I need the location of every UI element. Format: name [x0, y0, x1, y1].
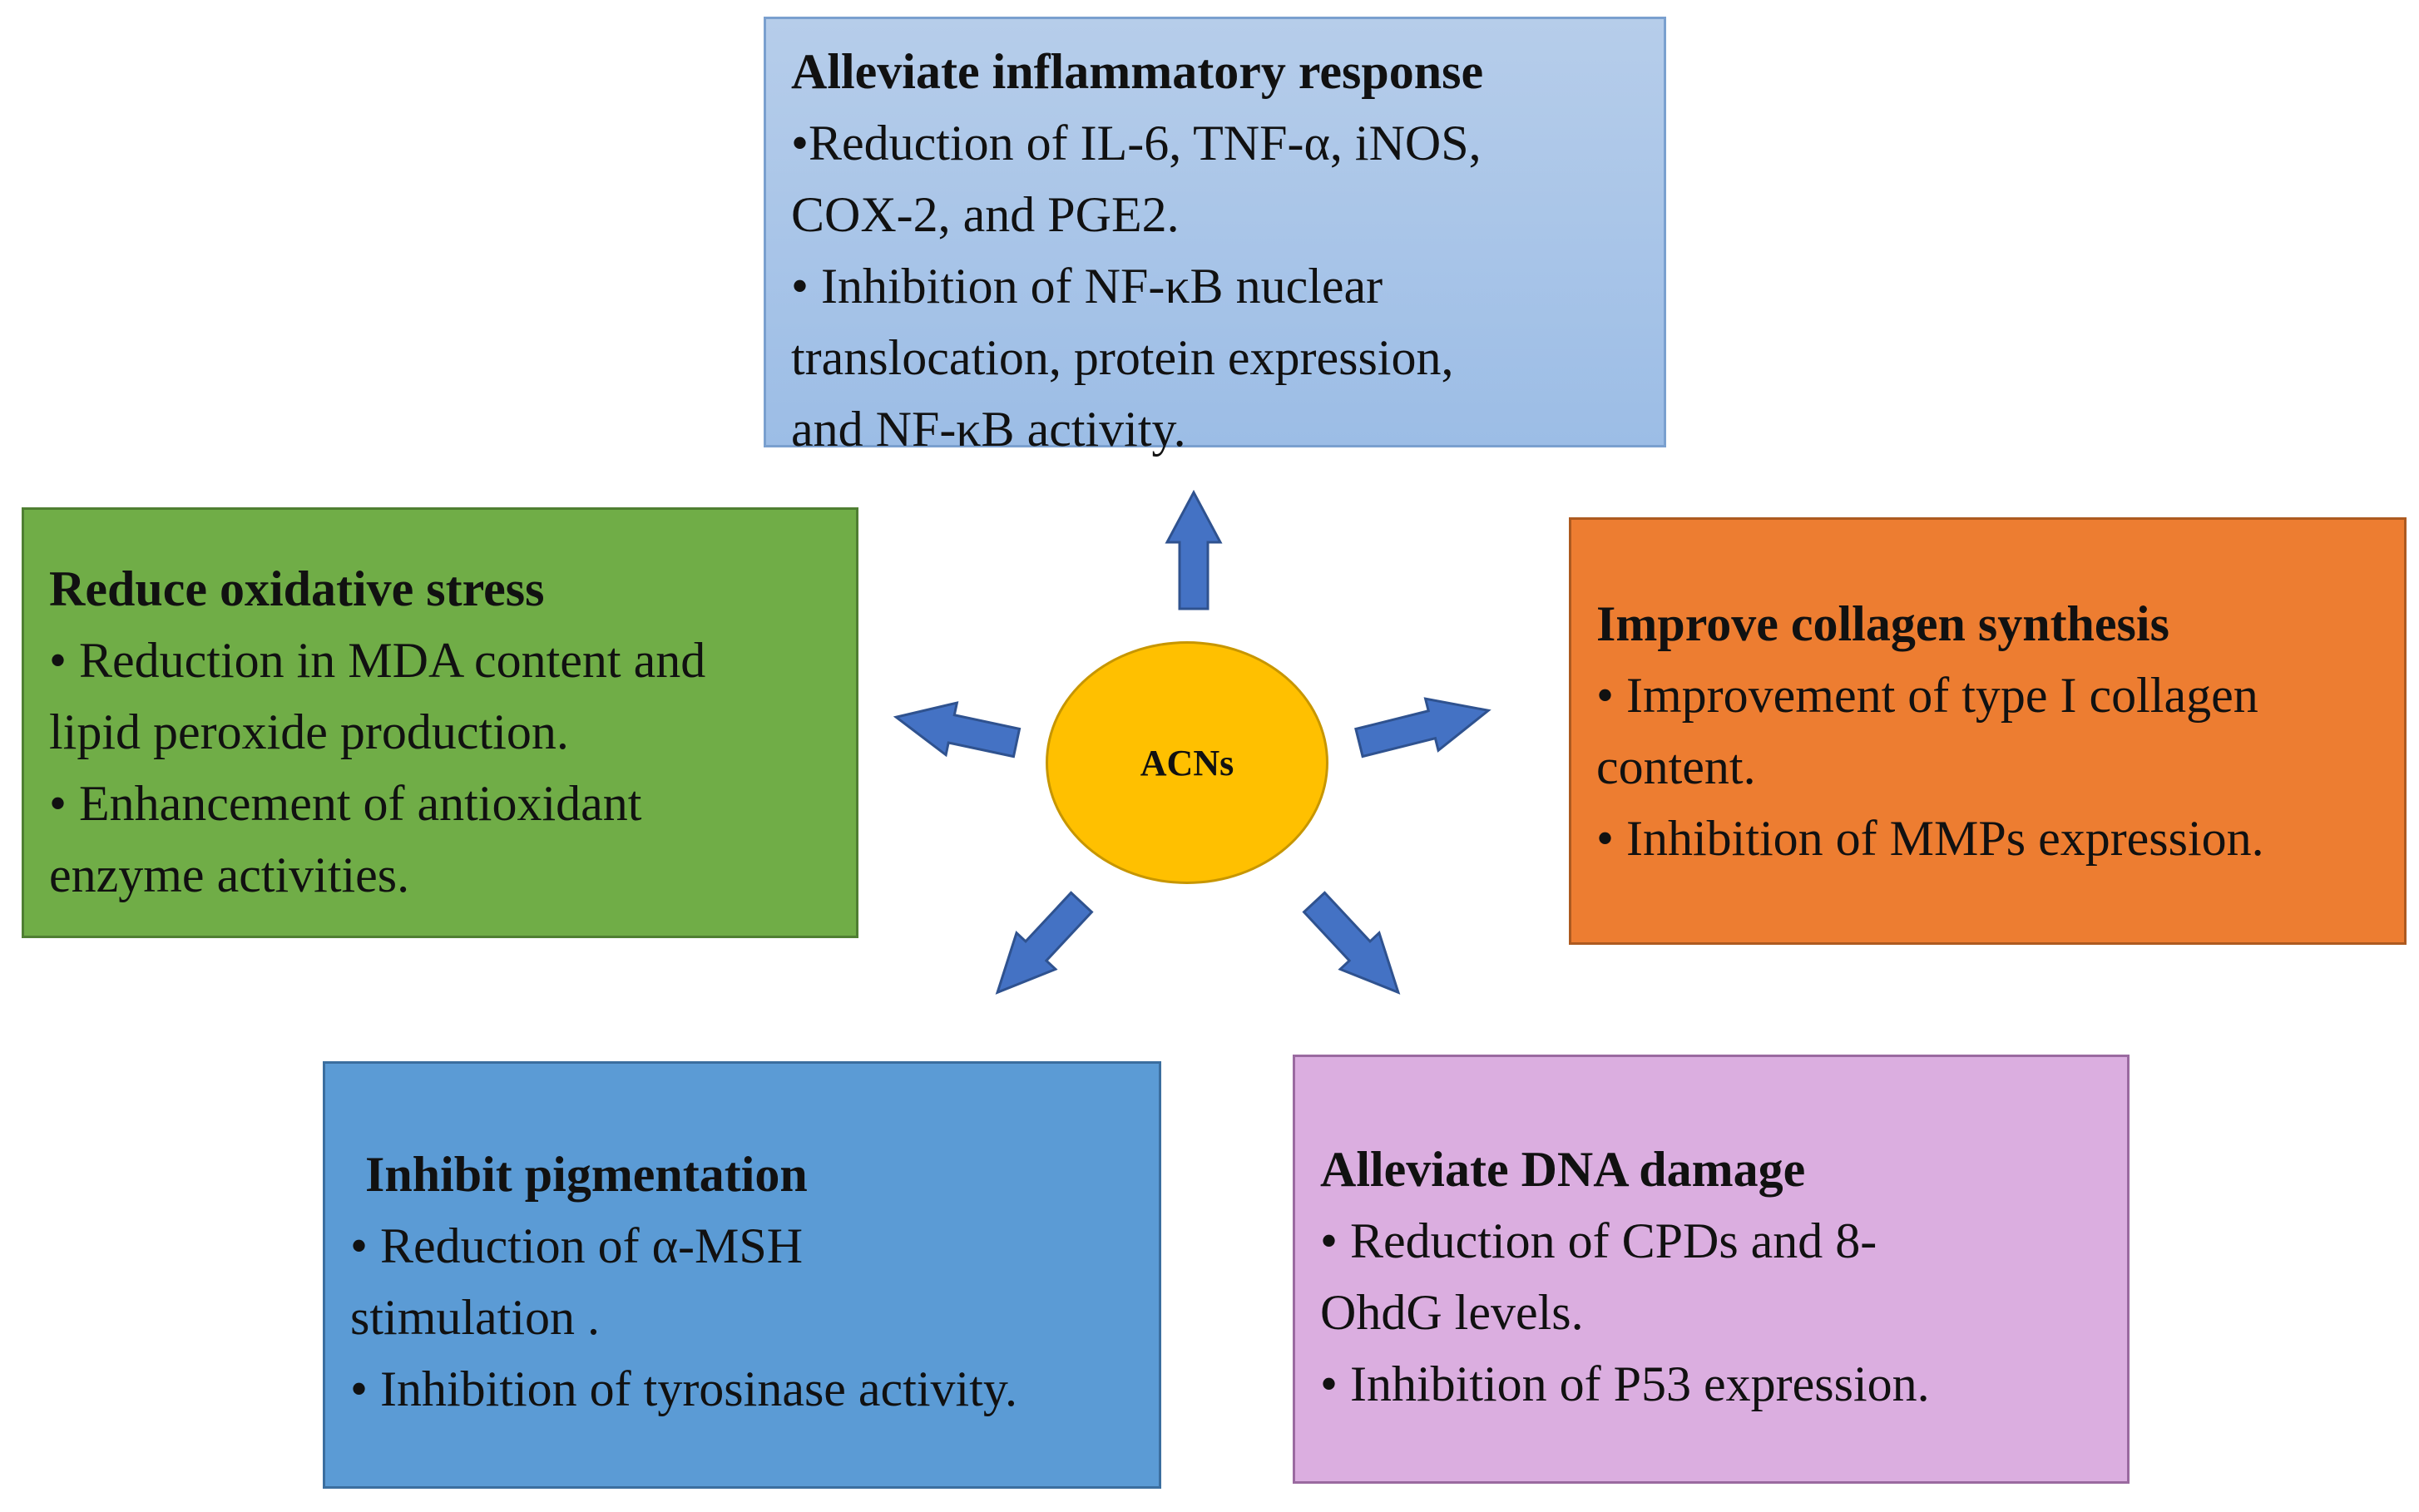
arrow-to-collagen [1354, 697, 1491, 758]
pigmentation-box: Inhibit pigmentation • Reduction of α-MS… [323, 1061, 1161, 1489]
arrow-up-to-inflammatory [1165, 489, 1223, 610]
arrow-to-pigmentation [995, 891, 1094, 995]
collagen-title: Improve collagen synthesis [1596, 596, 2169, 651]
oxidative-title: Reduce oxidative stress [49, 561, 545, 616]
oxidative-line-3: • Enhancement of antioxidant [49, 776, 642, 831]
acns-center-node: ACNs [1046, 641, 1328, 884]
collagen-line-2: content. [1596, 739, 1756, 794]
pigmentation-line-1: • Reduction of α-MSH [350, 1218, 804, 1273]
inflammatory-line-3: • Inhibition of NF-κB nuclear [791, 259, 1383, 314]
dna-title: Alleviate DNA damage [1320, 1142, 1806, 1197]
inflammatory-response-box: Alleviate inflammatory response •Reducti… [764, 17, 1666, 457]
dna-damage-box: Alleviate DNA damage • Reduction of CPDs… [1293, 1055, 2130, 1484]
arrow-to-oxidative [893, 701, 1022, 758]
inflammatory-title: Alleviate inflammatory response [791, 44, 1484, 99]
collagen-line-3: • Inhibition of MMPs expression. [1596, 811, 2264, 866]
arrow-to-dna [1302, 891, 1401, 995]
inflammatory-line-5: and NF-κB activity. [791, 402, 1186, 457]
dna-line-1: • Reduction of CPDs and 8- [1320, 1213, 1877, 1268]
dna-line-2: OhdG levels. [1320, 1285, 1584, 1340]
pigmentation-line-3: • Inhibition of tyrosinase activity. [350, 1361, 1017, 1416]
collagen-line-1: • Improvement of type I collagen [1596, 668, 2258, 723]
oxidative-line-1: • Reduction in MDA content and [49, 633, 706, 688]
inflammatory-line-1: •Reduction of IL-6, TNF-α, iNOS, [791, 116, 1482, 170]
oxidative-line-2: lipid peroxide production. [49, 704, 569, 759]
collagen-synthesis-box: Improve collagen synthesis • Improvement… [1569, 517, 2407, 945]
oxidative-line-4: enzyme activities. [49, 847, 410, 902]
pigmentation-title: Inhibit pigmentation [365, 1147, 808, 1202]
inflammatory-line-4: translocation, protein expression, [791, 330, 1454, 385]
oxidative-stress-box: Reduce oxidative stress • Reduction in M… [22, 507, 858, 938]
pigmentation-line-2: stimulation . [350, 1290, 600, 1345]
inflammatory-line-2: COX-2, and PGE2. [791, 187, 1180, 242]
dna-line-3: • Inhibition of P53 expression. [1320, 1356, 1930, 1411]
acns-label: ACNs [1140, 742, 1234, 783]
